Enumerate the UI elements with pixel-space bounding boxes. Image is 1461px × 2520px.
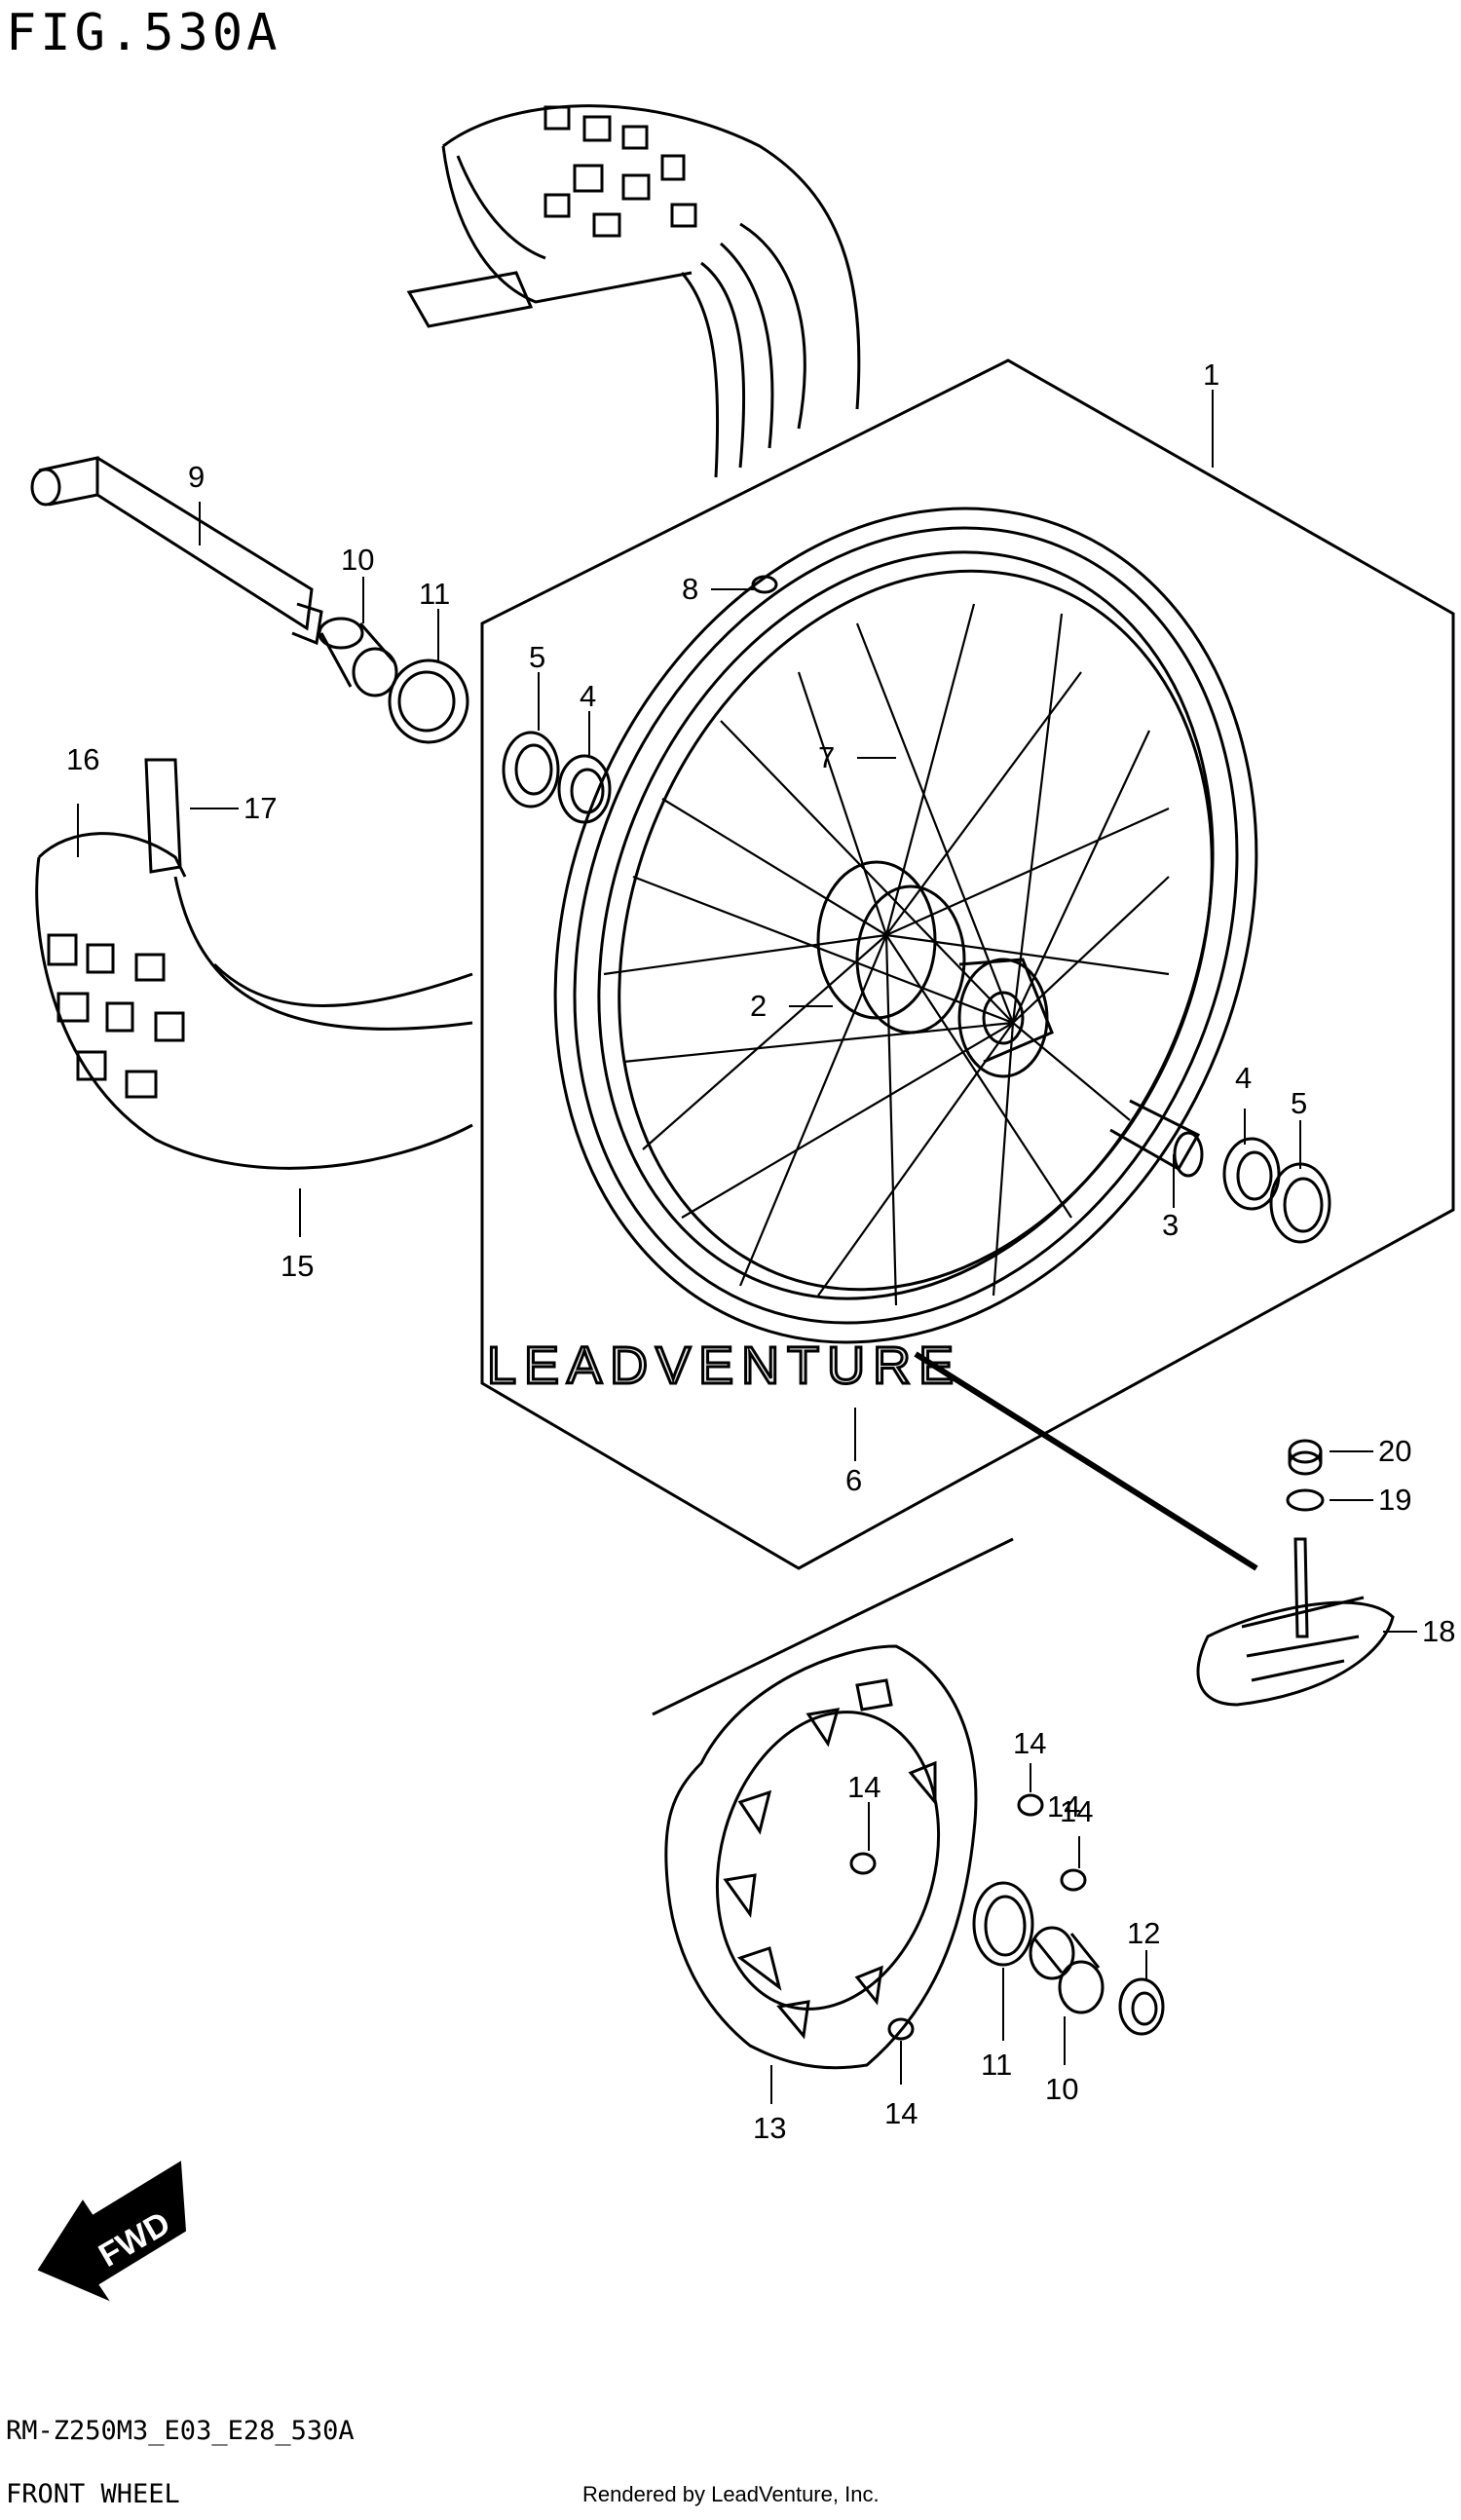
inner-tube [914, 1351, 1395, 1707]
callout-8: 8 [682, 572, 698, 606]
callout-14-b: 14 [847, 1770, 880, 1804]
valve-nut [1288, 1439, 1323, 1476]
wheel-hub [816, 860, 1054, 1078]
callout-11-top: 11 [419, 577, 450, 611]
callout-3: 3 [1162, 1208, 1179, 1242]
assembly-box-outline [480, 358, 1455, 1570]
callout-4-right: 4 [1235, 1061, 1252, 1095]
oil-seal-left [502, 731, 560, 809]
callout-5-left: 5 [529, 640, 545, 674]
callout-14-d: 14 [884, 2096, 918, 2130]
callout-14-e: 14 [1047, 1789, 1080, 1824]
callout-14-a: 14 [1013, 1726, 1046, 1760]
disc-bolts [849, 1793, 1087, 2041]
callout-7: 7 [818, 740, 835, 774]
top-tire [406, 104, 861, 478]
spokes [603, 603, 1170, 1306]
bearing-left [557, 754, 612, 824]
figure-title: FIG.530A [6, 4, 281, 62]
rendered-by: Rendered by LeadVenture, Inc. [582, 2482, 880, 2506]
callout-15: 15 [281, 1249, 314, 1283]
side-tire [35, 758, 473, 1170]
bearing-right [1222, 1137, 1281, 1211]
axle-nut [1118, 1977, 1165, 2036]
callout-19: 19 [1378, 1483, 1411, 1517]
callout-leaders [77, 390, 1417, 2104]
oil-seal-right [1269, 1162, 1331, 1244]
callout-4-left: 4 [580, 679, 596, 713]
brake-disc [664, 1644, 978, 2070]
callout-13: 13 [753, 2111, 786, 2145]
callout-16: 16 [66, 742, 99, 776]
callout-2: 2 [750, 989, 767, 1023]
figure-subtitle: FRONT WHEEL [6, 2479, 180, 2509]
disc-section-line [652, 1537, 1014, 1716]
axle-collar-bottom [1029, 1926, 1105, 2014]
callout-20: 20 [1378, 1434, 1411, 1468]
callout-17: 17 [244, 791, 277, 825]
callout-labels: 1 2 3 4 5 4 5 6 7 8 9 10 11 16 17 15 20 … [66, 357, 1455, 2145]
rim-lock-nut [751, 575, 778, 594]
watermark: LEADVENTURE [487, 1336, 961, 1395]
wheel-rim [553, 507, 1258, 1344]
fwd-arrow-icon: FWD [37, 2161, 187, 2302]
callout-18: 18 [1422, 1614, 1455, 1648]
axle-collar-top [318, 617, 398, 697]
model-code: RM-Z250M3_E03_E28_530A [6, 2416, 355, 2446]
callout-10-top: 10 [341, 543, 374, 577]
callout-9: 9 [188, 460, 205, 494]
callout-5-right: 5 [1291, 1086, 1307, 1120]
seal-ring-top [388, 658, 469, 744]
callout-10-bottom: 10 [1045, 2072, 1078, 2106]
callout-6: 6 [845, 1463, 862, 1497]
valve-washer [1286, 1488, 1325, 1512]
callout-14-c: 14 [1060, 1794, 1093, 1828]
front-axle [30, 456, 323, 646]
callout-1: 1 [1203, 357, 1219, 392]
callout-12: 12 [1127, 1916, 1160, 1950]
callout-11-bottom: 11 [981, 2048, 1012, 2082]
seal-ring-bottom [972, 1881, 1034, 1967]
